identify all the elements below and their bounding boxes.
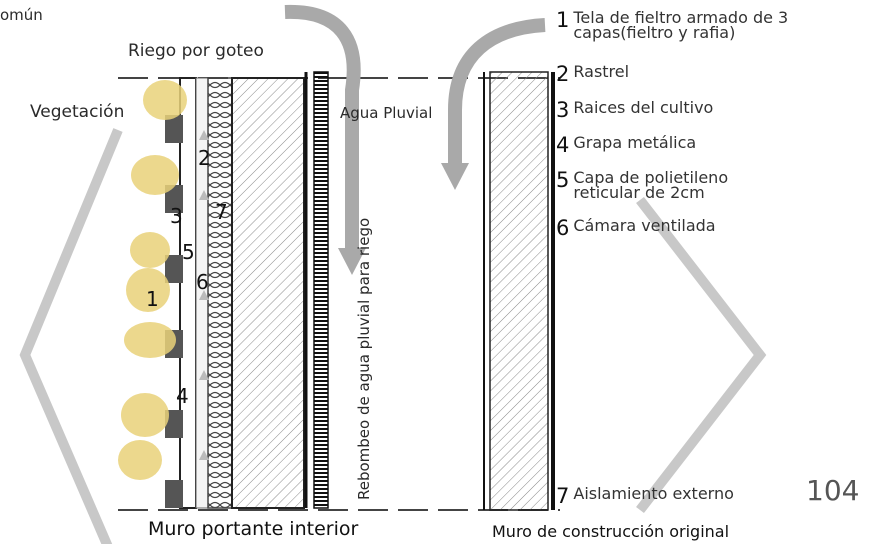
original-wall-section bbox=[483, 71, 555, 511]
diagram-number-1: 1 bbox=[146, 287, 159, 311]
green-wall-section bbox=[118, 71, 329, 509]
right-chevron bbox=[636, 196, 767, 514]
muro-original-label: Muro de construcción original bbox=[492, 522, 730, 541]
agua-pluvial-label: Agua Pluvial bbox=[340, 104, 433, 122]
riego-label: Riego por goteo bbox=[128, 41, 264, 61]
muro-interior-label: Muro portante interior bbox=[148, 518, 359, 540]
return-arrow bbox=[448, 18, 546, 165]
rain-arrow bbox=[284, 4, 361, 250]
diagram-number-2: 2 bbox=[198, 146, 211, 170]
diagram-number-3: 3 bbox=[170, 204, 183, 228]
rebombeo-label: Rebombeo de agua pluvial para riego bbox=[355, 217, 373, 500]
diagram-number-4: 4 bbox=[176, 384, 189, 408]
header-fragment: omún bbox=[0, 6, 43, 24]
diagram-number-7: 7 bbox=[215, 200, 228, 224]
left-chevron bbox=[19, 128, 123, 544]
vegetacion-label: Vegetación bbox=[30, 102, 125, 122]
diagram-number-5: 5 bbox=[182, 240, 195, 264]
page-number: 104 bbox=[806, 474, 860, 507]
diagram-number-6: 6 bbox=[196, 270, 209, 294]
